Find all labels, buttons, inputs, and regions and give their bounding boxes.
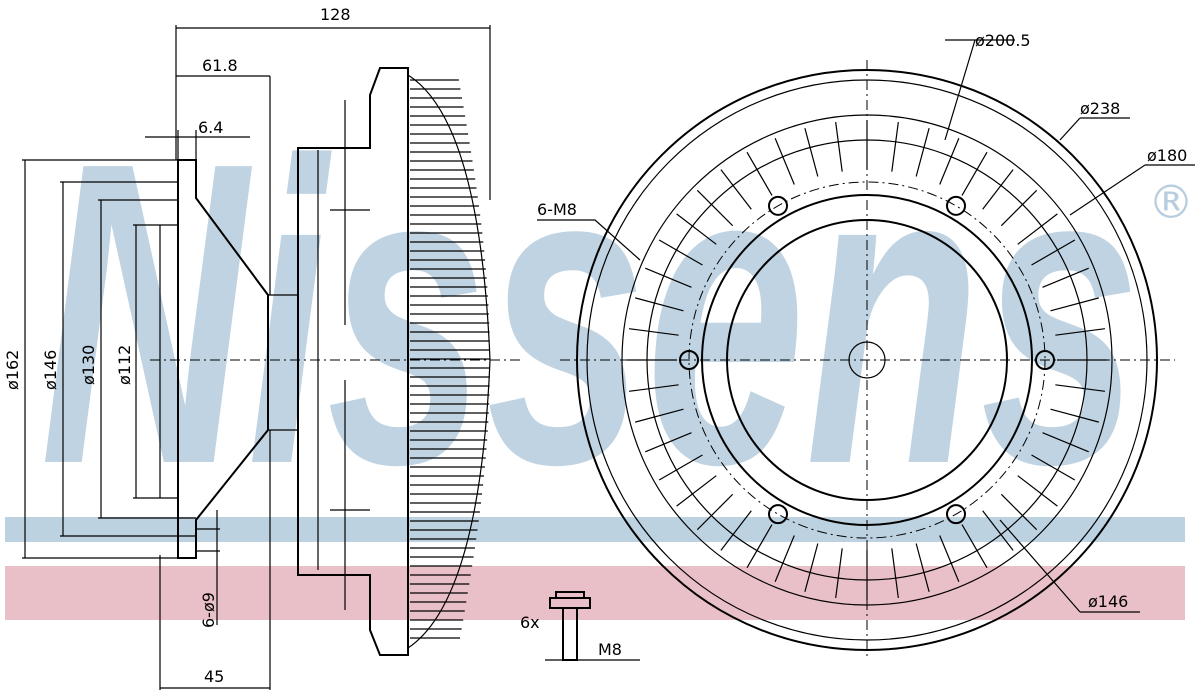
dim-112: ø112 <box>115 345 134 385</box>
dim-146-front: ø146 <box>1088 592 1128 611</box>
rib <box>658 454 703 481</box>
dim-61-8-line <box>176 75 271 295</box>
dim-130-line <box>98 199 196 519</box>
rib <box>982 510 1014 551</box>
rib <box>1000 189 1038 227</box>
leader-238 <box>1059 117 1130 141</box>
rib <box>961 524 988 569</box>
dim-128: 128 <box>320 5 351 24</box>
rib <box>676 475 717 507</box>
clutch-details <box>317 100 370 610</box>
cooling-fins <box>410 79 490 639</box>
watermark-pink-band <box>5 566 1185 620</box>
rib <box>1050 297 1099 312</box>
rib <box>774 138 795 185</box>
leader-6-m8 <box>537 219 641 261</box>
rib <box>746 151 773 196</box>
dim-holes-line <box>196 510 220 625</box>
fin-envelope <box>407 74 491 649</box>
rib <box>658 239 703 266</box>
rib <box>635 297 684 312</box>
dim-45-line <box>159 430 271 690</box>
bolt-hole <box>679 350 699 370</box>
bolt-size: M8 <box>598 640 622 659</box>
rib <box>835 121 843 172</box>
bolt-holes <box>679 195 1055 525</box>
rib <box>1017 213 1058 245</box>
dim-238: ø238 <box>1080 99 1120 118</box>
leader-200-5 <box>944 39 1015 141</box>
dim-6-4-line <box>145 130 250 160</box>
dim-200-5: ø200.5 <box>975 31 1031 50</box>
bolt-hole <box>768 504 788 525</box>
rib <box>1042 432 1089 453</box>
rib <box>720 169 752 210</box>
rib <box>1055 328 1106 336</box>
rib <box>635 408 684 423</box>
dim-146-side: ø146 <box>41 350 60 390</box>
rib <box>676 213 717 245</box>
rib <box>645 267 692 288</box>
rib <box>1000 493 1038 531</box>
leader-180 <box>1069 164 1195 216</box>
dim-6-4: 6.4 <box>198 118 223 137</box>
bolt-hole <box>946 195 966 216</box>
leader-146 <box>999 519 1140 613</box>
rib <box>939 535 960 582</box>
rib <box>1050 408 1099 423</box>
registered-mark: ® <box>1148 175 1194 229</box>
dim-162: ø162 <box>3 350 22 390</box>
dim-6-m8: 6-M8 <box>537 200 577 219</box>
rib <box>915 128 930 177</box>
rib <box>835 548 843 599</box>
rib <box>1042 267 1089 288</box>
rib <box>961 151 988 196</box>
rib <box>939 138 960 185</box>
rib <box>628 384 679 392</box>
rib <box>1017 475 1058 507</box>
dim-holes: 6-ø9 <box>199 592 218 628</box>
dim-112-line <box>133 224 160 499</box>
nissens-watermark: Nissens <box>40 74 1140 554</box>
radial-ribs <box>627 120 1107 600</box>
rib <box>1031 239 1076 266</box>
rib <box>746 524 773 569</box>
rib <box>696 189 734 227</box>
dim-146-line <box>60 181 196 537</box>
bolt-hole <box>1035 350 1055 370</box>
rib <box>628 328 679 336</box>
dim-45: 45 <box>204 667 224 686</box>
rib <box>804 128 819 177</box>
dim-180: ø180 <box>1147 146 1187 165</box>
rib <box>696 493 734 531</box>
rib <box>891 121 899 172</box>
rib <box>891 548 899 599</box>
rib <box>982 169 1014 210</box>
rib <box>1031 454 1076 481</box>
rib <box>1055 384 1106 392</box>
dim-61-8: 61.8 <box>202 56 238 75</box>
dim-130: ø130 <box>79 345 98 385</box>
side-view: 128 61.8 6.4 ø162 ø146 ø130 ø112 6-ø9 45 <box>3 5 520 690</box>
front-view: ø200.5 ø238 ø180 6-M8 ø146 <box>537 31 1195 660</box>
bolt-qty: 6x <box>520 613 540 632</box>
bolt-hole <box>768 195 788 216</box>
hub-face <box>159 224 178 499</box>
rib <box>720 510 752 551</box>
rib <box>804 543 819 592</box>
dim-162-line <box>22 159 178 559</box>
rib <box>774 535 795 582</box>
clutch-body <box>297 67 409 656</box>
rib <box>915 543 930 592</box>
bolt-detail: 6x M8 <box>520 591 640 661</box>
rib <box>645 432 692 453</box>
bolt-hole <box>946 504 966 525</box>
